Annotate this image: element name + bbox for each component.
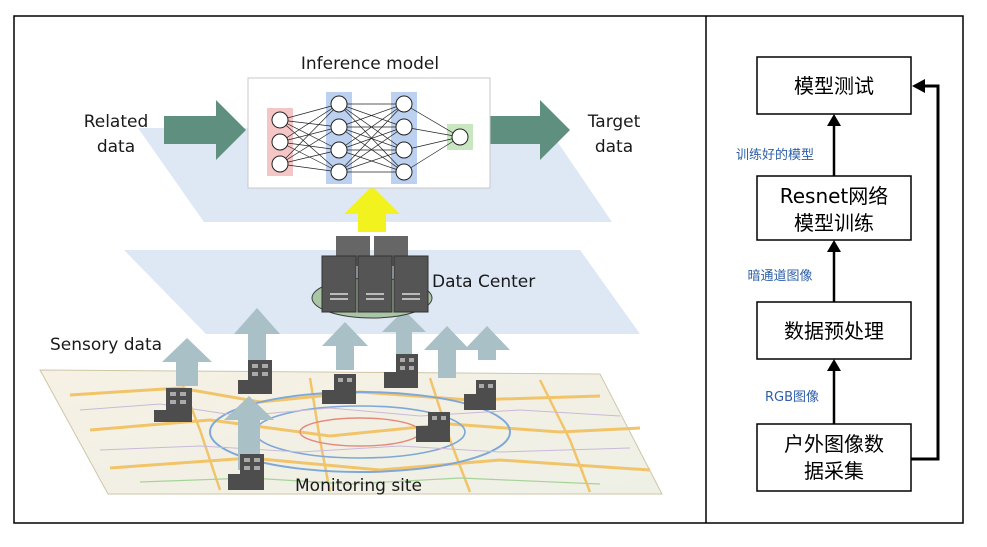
- related-data-label-line1: Related: [84, 112, 149, 132]
- server-icon: [357, 255, 393, 313]
- building-icon: [464, 380, 496, 410]
- box-resnet-training-text-2: 模型训练: [794, 211, 874, 235]
- left-panel: Inference model Related data Target data…: [39, 54, 663, 496]
- data-center-servers: [311, 236, 433, 319]
- data-center-label: Data Center: [432, 272, 535, 292]
- city-map-layer: [39, 369, 663, 495]
- edge-label-dark-channel: 暗通道图像: [747, 269, 812, 284]
- edge-label-trained-model: 训练好的模型: [736, 147, 814, 163]
- inference-model-box: [247, 77, 491, 189]
- box-preprocessing: [756, 301, 912, 360]
- box-model-test-text: 模型测试: [794, 74, 874, 98]
- sensory-data-label: Sensory data: [50, 335, 162, 355]
- related-data-label-line2: data: [97, 137, 135, 157]
- box-resnet-training-text-1: Resnet网络: [780, 184, 889, 208]
- box-model-test: [756, 56, 912, 115]
- edge-label-rgb: RGB图像: [765, 390, 819, 405]
- target-data-label-line1: Target: [587, 112, 641, 132]
- sensory-data-arrows: [162, 308, 510, 470]
- server-icon: [393, 255, 429, 313]
- related-data-arrow: [164, 100, 246, 160]
- inference-model-title: Inference model: [301, 54, 439, 74]
- building-icon: [384, 354, 418, 388]
- building-icon: [416, 412, 450, 442]
- outer-frame: [13, 15, 964, 524]
- server-icon: [321, 255, 357, 313]
- flow-arrows: [827, 79, 940, 461]
- building-icon: [228, 454, 264, 490]
- flowchart: 模型测试 Resnet网络 模型训练 数据预处理 户外图像数 据采集 训练好的模…: [736, 56, 940, 492]
- box-image-collection-text-1: 户外图像数: [784, 432, 884, 456]
- target-data-label-line2: data: [595, 137, 633, 157]
- building-icon: [322, 374, 356, 404]
- yellow-up-arrow: [344, 186, 400, 232]
- target-data-arrow: [490, 100, 570, 160]
- building-icon: [238, 360, 272, 394]
- monitoring-site-label: Monitoring site: [295, 476, 422, 496]
- monitoring-sites: [154, 354, 496, 490]
- nn-edges: [279, 103, 461, 173]
- box-preprocessing-text: 数据预处理: [784, 319, 884, 343]
- nn-nodes: [271, 95, 469, 181]
- building-icon: [154, 388, 192, 422]
- box-image-collection-text-2: 据采集: [804, 459, 864, 483]
